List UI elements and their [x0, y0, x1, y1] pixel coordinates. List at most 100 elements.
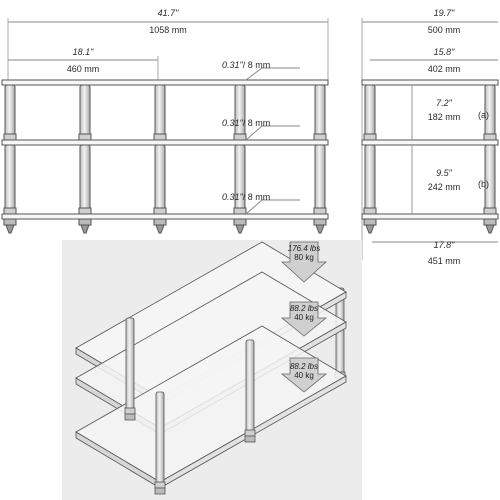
gap-a-inches: 7.2" [436, 98, 452, 108]
load-label-top: 176.4 lbs 80 kg [282, 244, 326, 262]
front-foot [313, 218, 327, 226]
side-post-upper-collar [483, 133, 497, 141]
front-post-lower-collar [313, 207, 327, 215]
iso-foot [154, 487, 166, 495]
front-post-lower [4, 144, 16, 215]
gap-b-inches: 9.5" [436, 168, 452, 178]
front-foot-spike [315, 224, 325, 234]
front-foot-spike [155, 224, 165, 234]
load-top-lbs: 176.4 lbs [287, 244, 321, 253]
load-arrow-top [280, 241, 328, 283]
iso-foot [124, 413, 136, 421]
front-foot [153, 218, 167, 226]
shelf-thickness-middle: 0.31"/ 8 mm [222, 118, 270, 128]
load-label-middle: 88.2 lbs 40 kg [282, 304, 326, 322]
side-post-lower-collar [483, 207, 497, 215]
isometric-view [75, 241, 347, 495]
side-post-lower [364, 144, 376, 215]
post-spacing-mm: 460 mm [66, 64, 100, 74]
side-shelf-bottom [361, 213, 499, 220]
front-shelf-top [1, 79, 329, 86]
shelf-thickness-middle-inches: 0.31" [222, 118, 243, 128]
front-shelf-bottom [1, 213, 329, 220]
overall-width-inches: 41.7" [157, 8, 179, 18]
thickness-leader-top [245, 67, 300, 81]
load-label-bottom: 88.2 lbs 40 kg [282, 362, 326, 380]
load-middle-lbs: 88.2 lbs [289, 304, 319, 313]
shelf-thickness-top-inches: 0.31" [222, 60, 243, 70]
front-post-lower-collar [233, 207, 247, 215]
shelf-thickness-bottom: 0.31"/ 8 mm [222, 192, 270, 202]
iso-front-post [155, 391, 165, 489]
side-foot-spike [485, 224, 495, 234]
front-post-upper [314, 84, 326, 141]
gap-a-tag: (a) [478, 110, 489, 120]
front-post-upper [154, 84, 166, 141]
load-top-kg: 80 kg [294, 253, 314, 262]
front-post-lower [234, 144, 246, 215]
gap-b-tag: (b) [478, 179, 489, 189]
front-post-lower-collar [78, 207, 92, 215]
iso-foot [244, 435, 256, 443]
side-foot-spike [365, 224, 375, 234]
front-view [1, 18, 329, 234]
shelf-depth-mm: 402 mm [427, 64, 461, 74]
front-post-lower [79, 144, 91, 215]
load-bottom-lbs: 88.2 lbs [289, 362, 319, 371]
front-post-upper [79, 84, 91, 141]
front-foot [78, 218, 92, 226]
side-post-upper-collar [363, 133, 377, 141]
front-post-lower-collar [153, 207, 167, 215]
load-arrow-bottom [280, 357, 328, 393]
thickness-leader-bottom [245, 199, 300, 215]
front-post-upper-collar [78, 133, 92, 141]
overall-width-mm: 1058 mm [149, 25, 187, 35]
load-arrow-middle [280, 301, 328, 337]
shelf-thickness-top: 0.31"/ 8 mm [222, 60, 270, 70]
gap-a-mm: 182 mm [427, 112, 461, 122]
side-post-upper [364, 84, 376, 141]
front-post-lower-collar [3, 207, 17, 215]
thickness-leader-middle [245, 125, 300, 141]
iso-front-post-collar [154, 481, 166, 489]
gap-b-mm: 242 mm [427, 182, 461, 192]
front-post-upper [234, 84, 246, 141]
front-foot-spike [5, 224, 15, 234]
shelf-thickness-top-mm: / 8 mm [242, 60, 271, 70]
iso-front-post-collar [124, 407, 136, 415]
side-post-lower-collar [363, 207, 377, 215]
front-post-upper-collar [153, 133, 167, 141]
front-post-upper-collar [313, 133, 327, 141]
front-post-lower [154, 144, 166, 215]
foot-depth-mm: 451 mm [427, 256, 461, 266]
front-foot [233, 218, 247, 226]
front-foot-spike [80, 224, 90, 234]
shelf-thickness-bottom-inches: 0.31" [222, 192, 243, 202]
front-post-lower [314, 144, 326, 215]
overall-depth-mm: 500 mm [427, 25, 461, 35]
front-shelf-middle [1, 139, 329, 146]
shelf-thickness-middle-mm: / 8 mm [242, 118, 271, 128]
shelf-depth-inches: 15.8" [433, 47, 455, 57]
load-middle-kg: 40 kg [294, 313, 314, 322]
side-view [361, 18, 499, 260]
overall-depth-inches: 19.7" [433, 8, 455, 18]
front-post-upper [4, 84, 16, 141]
iso-front-post [125, 317, 135, 415]
side-shelf-middle [361, 139, 499, 146]
side-shelf-top [361, 79, 499, 86]
front-foot [3, 218, 17, 226]
shelf-thickness-bottom-mm: / 8 mm [242, 192, 271, 202]
front-post-upper-collar [233, 133, 247, 141]
iso-front-post-collar [244, 429, 256, 437]
iso-front-post [245, 339, 255, 437]
front-post-upper-collar [3, 133, 17, 141]
side-foot [483, 218, 497, 226]
load-bottom-kg: 40 kg [294, 371, 314, 380]
side-foot [363, 218, 377, 226]
foot-depth-inches: 17.8" [433, 240, 455, 250]
front-foot-spike [235, 224, 245, 234]
post-spacing-inches: 18.1" [72, 47, 94, 57]
